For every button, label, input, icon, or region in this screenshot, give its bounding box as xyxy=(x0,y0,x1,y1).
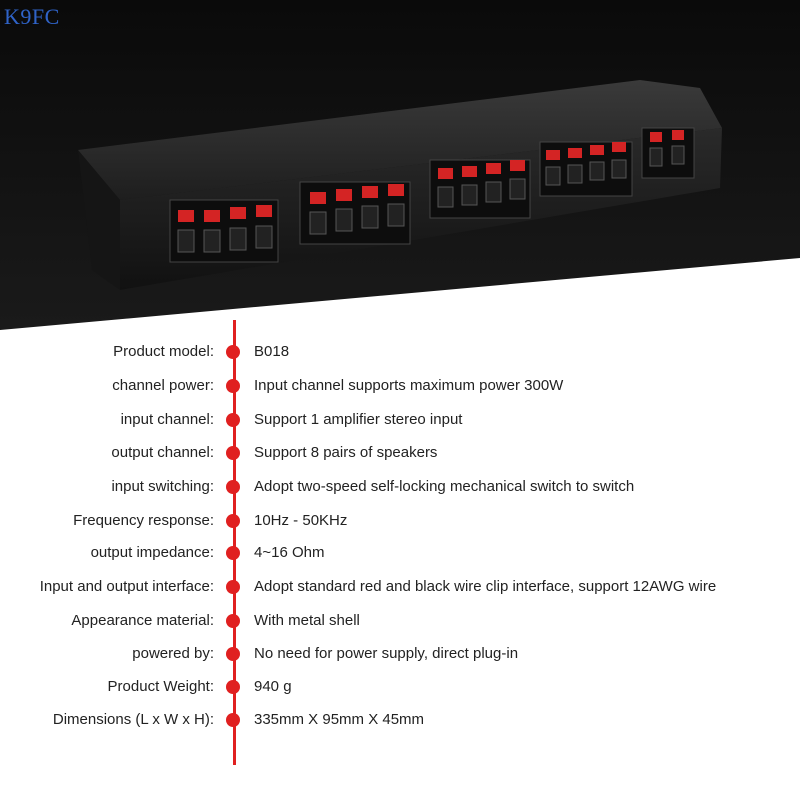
bullet-dot-icon xyxy=(226,379,240,393)
spec-value: Support 1 amplifier stereo input xyxy=(254,411,463,428)
connector-block xyxy=(539,141,633,197)
spec-row: output channel: Support 8 pairs of speake… xyxy=(0,436,800,470)
spec-value: 4~16 Ohm xyxy=(254,544,325,561)
bullet-dot-icon xyxy=(226,345,240,359)
spec-label: output impedance: xyxy=(90,544,214,561)
spec-label: Appearance material: xyxy=(71,612,214,629)
spec-value: 10Hz - 50KHz xyxy=(254,512,348,529)
spec-row: output impedance: 4~16 Ohm xyxy=(0,536,800,570)
spec-label: input channel: xyxy=(120,411,214,428)
spec-row: Product Weight: 940 g xyxy=(0,670,800,704)
watermark: K9FC xyxy=(4,4,60,29)
bullet-dot-icon xyxy=(226,480,240,494)
spec-value: 335mm X 95mm X 45mm xyxy=(254,711,425,728)
spec-row: powered by: No need for power supply, dir… xyxy=(0,637,800,671)
bullet-dot-icon xyxy=(226,413,240,427)
spec-label: Input and output interface: xyxy=(39,578,214,595)
spec-label: powered by: xyxy=(132,645,214,662)
connector-block xyxy=(169,199,279,263)
bullet-dot-icon xyxy=(226,680,240,694)
spec-label: output channel: xyxy=(111,444,214,461)
product-photo xyxy=(0,0,800,330)
bullet-dot-icon xyxy=(226,580,240,594)
spec-label: channel power: xyxy=(112,377,214,394)
spec-value: Adopt standard red and black wire clip i… xyxy=(254,578,717,595)
spec-label: Frequency response: xyxy=(73,512,214,529)
spec-row: Input and output interface: Adopt standar… xyxy=(0,570,800,604)
connector-block xyxy=(641,127,695,179)
spec-value: Support 8 pairs of speakers xyxy=(254,444,438,461)
spec-label: Dimensions (L x W x H): xyxy=(52,711,214,728)
bullet-dot-icon xyxy=(226,713,240,727)
spec-row: Appearance material: With metal shell xyxy=(0,604,800,638)
spec-row: input channel: Support 1 amplifier stereo… xyxy=(0,403,800,437)
connector-block xyxy=(429,159,531,219)
bullet-dot-icon xyxy=(226,647,240,661)
spec-value: 940 g xyxy=(254,678,292,695)
connector-block xyxy=(299,181,411,245)
spec-row: Product model: B018 xyxy=(0,335,800,369)
bullet-dot-icon xyxy=(226,614,240,628)
spec-label: Product Weight: xyxy=(107,678,214,695)
spec-value: No need for power supply, direct plug-in xyxy=(254,645,519,662)
spec-value: B018 xyxy=(254,343,290,360)
spec-row: Dimensions (L x W x H): 335mm X 95mm X 45… xyxy=(0,703,800,737)
timeline-line xyxy=(233,320,236,765)
spec-label: Product model: xyxy=(113,343,214,360)
spec-value: Adopt two-speed self-locking mechanical … xyxy=(254,478,635,495)
spec-row: channel power: Input channel supports max… xyxy=(0,369,800,403)
bullet-dot-icon xyxy=(226,514,240,528)
spec-row: Frequency response: 10Hz - 50KHz xyxy=(0,504,800,538)
spec-value: Input channel supports maximum power 300… xyxy=(254,377,564,394)
spec-row: input switching: Adopt two-speed self-loc… xyxy=(0,470,800,504)
bullet-dot-icon xyxy=(226,446,240,460)
spec-value: With metal shell xyxy=(254,612,360,629)
bullet-dot-icon xyxy=(226,546,240,560)
spec-label: input switching: xyxy=(111,478,214,495)
